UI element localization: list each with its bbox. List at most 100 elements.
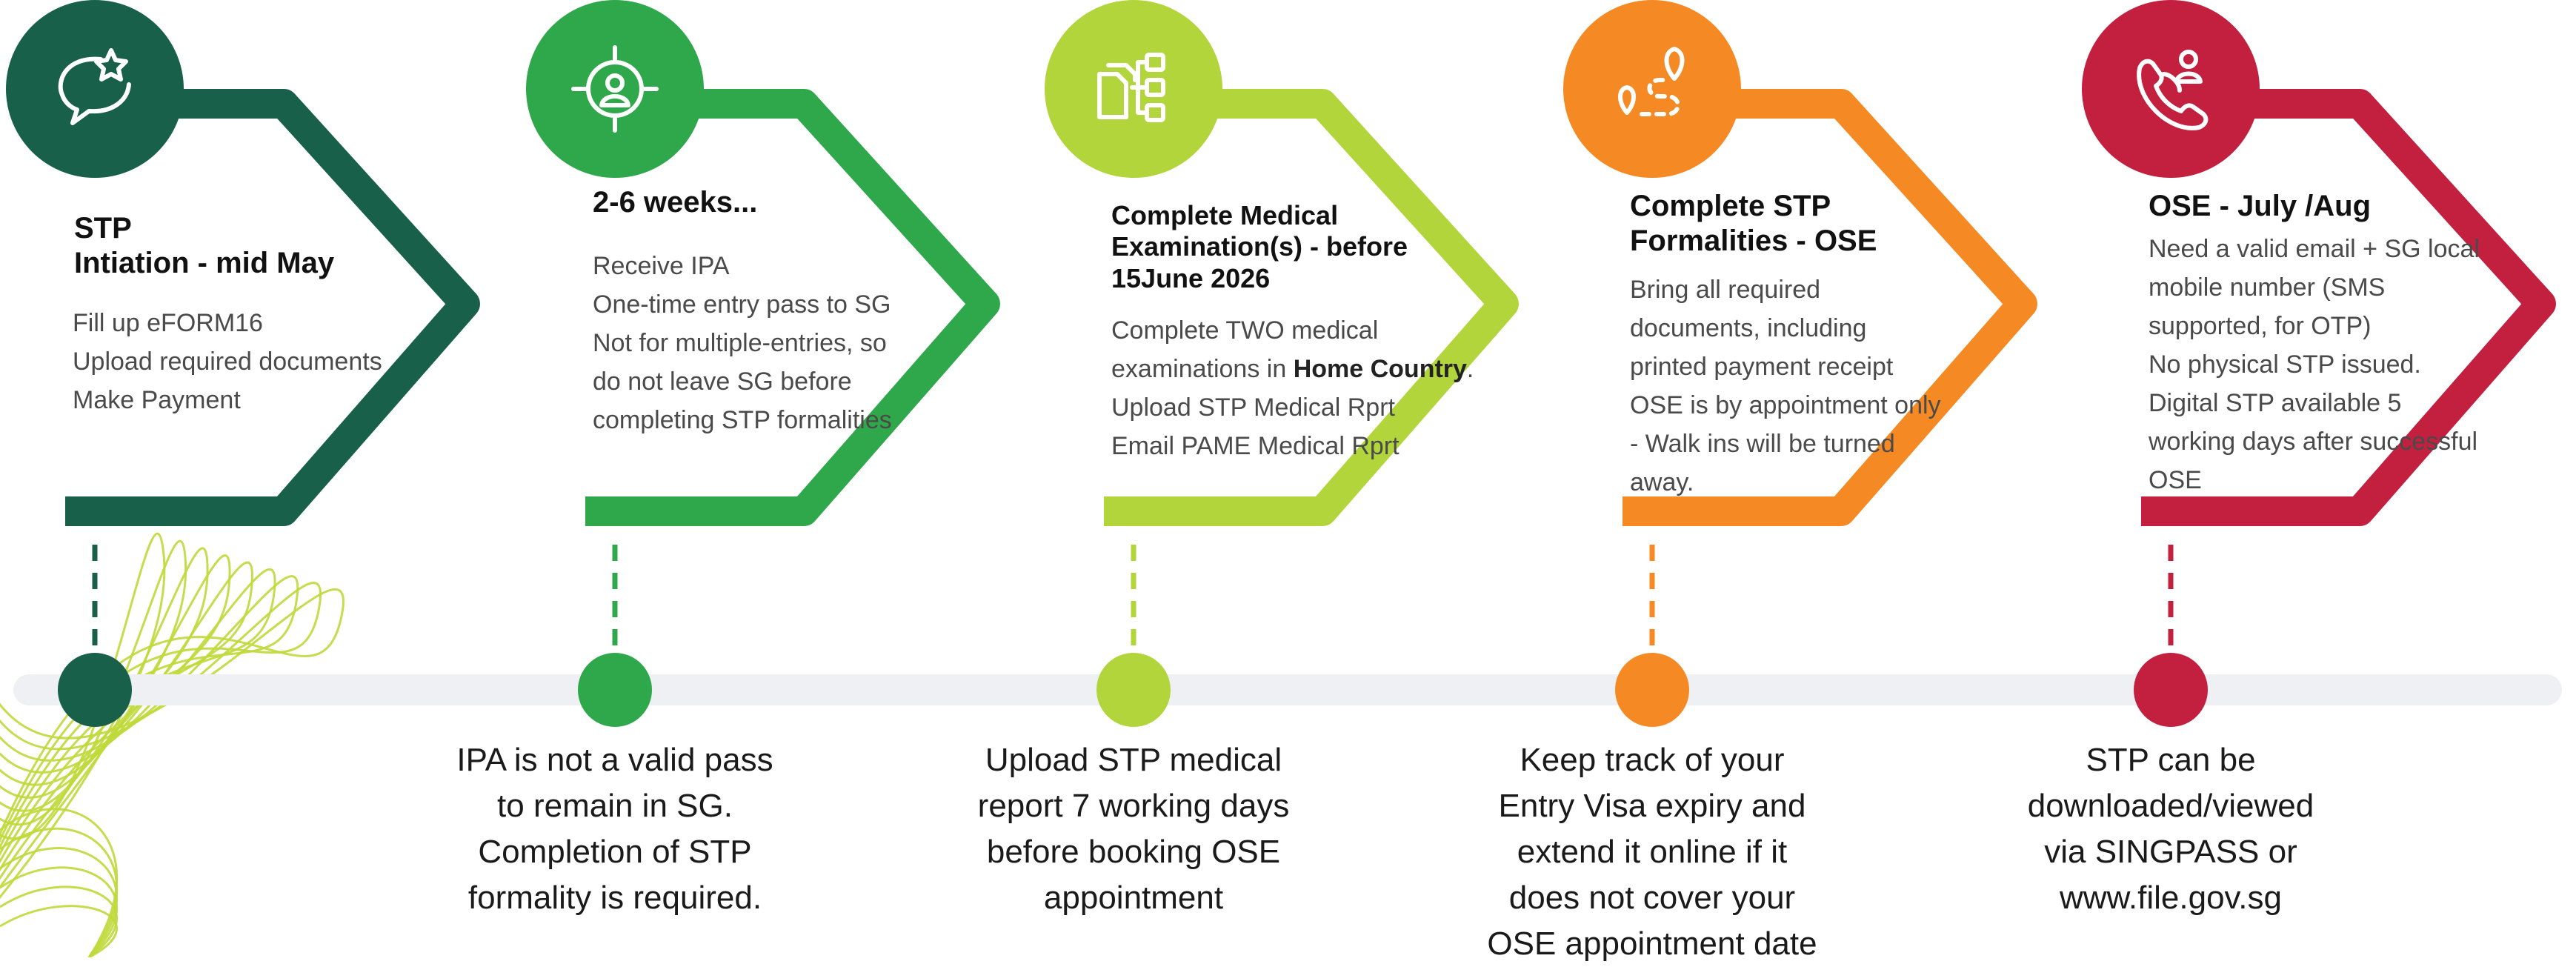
step-5: [2082, 0, 2556, 727]
step-description-line: Digital STP available 5: [2149, 389, 2402, 417]
step-note-line: before booking OSE: [986, 834, 1281, 870]
step-note-line: Entry Visa expiry and: [1498, 788, 1806, 824]
step-note-line: does not cover your: [1508, 880, 1796, 916]
step-title-line: Formalities - OSE: [1630, 225, 1877, 258]
step-note-line: Completion of STP: [478, 834, 752, 870]
timeline-node: [578, 653, 652, 727]
step-connector: [2141, 89, 2556, 526]
step-description: Complete TWO medical examinations in Home…: [1111, 311, 1474, 465]
decorative-swirl: [0, 532, 345, 957]
step-description-line: Not for multiple-entries, so: [593, 329, 887, 357]
step-note-line: to remain in SG.: [497, 788, 733, 824]
step-title-line: Intiation - mid May: [74, 247, 335, 280]
step-description-line: Bring all required: [1630, 276, 1821, 304]
swirl-line: [0, 588, 345, 837]
step-description-line: Upload required documents: [73, 348, 382, 376]
step-description-line: printed payment receipt: [1630, 353, 1894, 381]
swirl-line: [0, 808, 119, 957]
step-description-line: - Walk ins will be turned: [1630, 430, 1895, 458]
step-circle: [2082, 0, 2260, 178]
step-description-line: mobile number (SMS: [2149, 273, 2386, 302]
step-description-line: Receive IPA: [593, 252, 730, 280]
swirl-line: [0, 905, 119, 957]
step-title-line: 2-6 weeks...: [593, 186, 758, 219]
step-title-line: Complete Medical: [1111, 200, 1339, 230]
step-2: [526, 0, 1000, 727]
swirl-line: [0, 847, 118, 957]
step-description: Bring all required documents, including pr…: [1630, 270, 1941, 502]
swirl-line: [0, 575, 299, 850]
step-note-line: formality is required.: [467, 880, 762, 916]
step-note: IPA is not a valid pass to remain in SG. C…: [422, 737, 808, 921]
timeline-node: [2134, 653, 2208, 727]
step-note-line: appointment: [1043, 880, 1224, 916]
step-note-line: STP can be: [2086, 742, 2256, 778]
step-description-line: Email PAME Medical Rprt: [1111, 432, 1400, 460]
step-description-line: OSE: [2149, 466, 2202, 494]
step-description-line: One-time entry pass to SG: [593, 290, 891, 319]
step-title-line: Examination(s) - before: [1111, 231, 1408, 262]
step-1: [6, 0, 480, 727]
phone-person-icon: [2137, 50, 2209, 130]
swirl-line: [0, 885, 118, 957]
swirl-line: [0, 554, 231, 871]
step-note: STP can be downloaded/viewed via SINGPASS …: [1978, 737, 2363, 921]
document-flow-icon: [1097, 53, 1165, 122]
step-description: Need a valid email + SG local mobile numb…: [2149, 230, 2480, 499]
step-note-line: report 7 working days: [977, 788, 1290, 824]
step-description-line: Need a valid email + SG local: [2149, 235, 2480, 263]
step-description-line: examinations in Home Country.: [1111, 355, 1474, 383]
step-note: Upload STP medical report 7 working days b…: [941, 737, 1326, 921]
step-3: [1045, 0, 1519, 727]
step-title-line: STP: [74, 212, 132, 245]
person-target-icon: [571, 45, 659, 133]
step-note-line: www.file.gov.sg: [2060, 880, 2282, 916]
step-circle: [6, 0, 184, 178]
step-connector: [1104, 89, 1519, 526]
step-connector: [585, 89, 1000, 526]
step-description-line: supported, for OTP): [2149, 312, 2372, 340]
step-description-line: No physical STP issued.: [2149, 350, 2421, 379]
swirl-line: [0, 561, 253, 864]
step-title: 2-6 weeks...: [593, 185, 757, 220]
step-title: OSE - July /Aug: [2149, 189, 2371, 224]
swirl-line: [0, 827, 119, 957]
timeline-node: [1615, 653, 1689, 727]
step-connector: [65, 89, 480, 526]
step-description-line: Upload STP Medical Rprt: [1111, 393, 1395, 422]
step-description-line: completing STP formalities: [593, 406, 892, 434]
swirl-line: [0, 866, 118, 957]
step-title-line: OSE - July /Aug: [2149, 190, 2372, 222]
step-description: Receive IPA One-time entry pass to SG Not …: [593, 247, 892, 439]
step-note-line: IPA is not a valid pass: [456, 742, 773, 778]
step-description-line: OSE is by appointment only: [1630, 391, 1941, 419]
step-note-line: via SINGPASS or: [2044, 834, 2297, 870]
step-4: [1563, 0, 2037, 727]
step-note-line: extend it online if it: [1517, 834, 1788, 870]
step-note-line: OSE appointment date: [1487, 926, 1817, 962]
timeline-node: [1096, 653, 1171, 727]
step-note-line: Upload STP medical: [985, 742, 1282, 778]
step-note-line: Keep track of your: [1520, 742, 1785, 778]
step-title-line: 15June 2026: [1111, 262, 1271, 293]
step-connector: [1623, 89, 2037, 526]
timeline-node: [58, 653, 132, 727]
step-title-line: Complete STP: [1630, 190, 1831, 222]
step-description-line: Fill up eFORM16: [73, 309, 263, 337]
step-description-line: do not leave SG before: [593, 368, 852, 396]
step-description-line: working days after successful: [2149, 428, 2478, 456]
step-circle: [1563, 0, 1741, 178]
step-description-line: away.: [1630, 468, 1694, 496]
chat-star-icon: [58, 48, 131, 125]
route-pin-icon: [1618, 47, 1685, 116]
step-description-line: Make Payment: [73, 386, 241, 414]
step-description-line: documents, including: [1630, 314, 1867, 342]
step-description-line: Complete TWO medical: [1111, 316, 1379, 345]
step-note-line: downloaded/viewed: [2027, 788, 2314, 824]
